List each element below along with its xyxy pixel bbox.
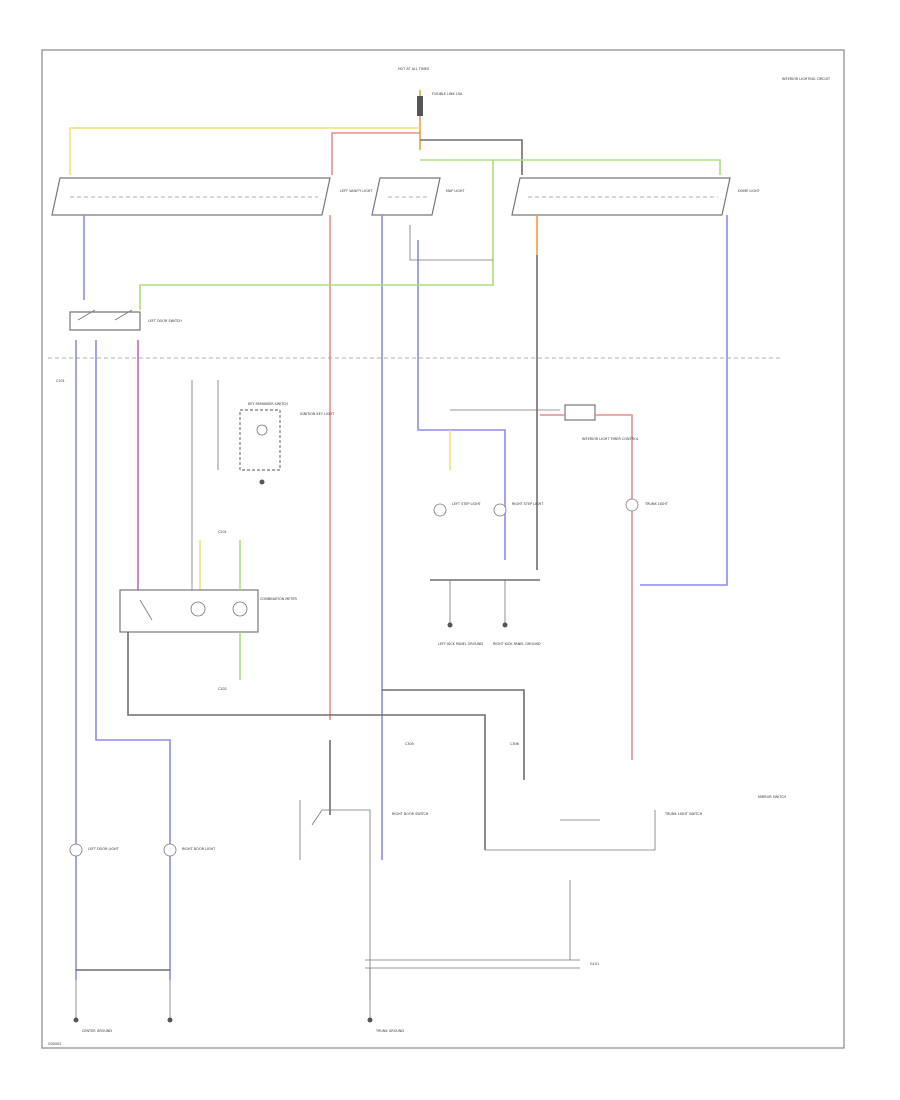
connector-label-c6: G101 — [590, 962, 599, 966]
map-light-lamp-wire — [409, 225, 493, 261]
ground-dot-2 — [167, 1017, 173, 1023]
lower-right-run — [485, 810, 656, 851]
switch-label-left: LEFT DOOR SWITCH — [148, 319, 182, 323]
ground-label-trunk: TRUNK GROUND — [375, 1029, 404, 1033]
door-switch-right-label: RIGHT DOOR SWITCH — [392, 812, 429, 816]
lamp-housing-left — [51, 177, 331, 216]
lamp-label-left-top: LEFT VANITY LIGHT — [340, 189, 373, 193]
black-bus-wire-2 — [382, 689, 525, 780]
blue-wire-dome — [640, 215, 728, 586]
key-switch-box — [239, 409, 281, 471]
right-step-light — [493, 503, 507, 517]
ground-dot-6 — [259, 479, 265, 485]
lower-switch-left — [299, 800, 371, 860]
ground-dot-5 — [502, 622, 508, 628]
combination-meter-module — [119, 589, 259, 633]
left-step-light — [433, 503, 447, 517]
connector-label-c1: C101 — [56, 379, 65, 383]
meter-label: COMBINATION METER — [260, 597, 298, 601]
ground-dot-3 — [367, 1017, 373, 1023]
connector-label-c2: C201 — [218, 530, 227, 534]
ground-label-right-kick: RIGHT KICK PANEL GROUND — [493, 642, 541, 646]
lamp-housing-center — [371, 177, 441, 216]
ground-label-bottom-left: CENTER GROUND — [82, 1029, 112, 1033]
corner-label: INTERIOR LIGHTING CIRCUIT — [782, 77, 831, 81]
diagram-frame — [41, 49, 845, 1049]
blue-wire-map — [417, 240, 506, 560]
trunk-switch-label: TRUNK LIGHT SWITCH — [664, 812, 703, 816]
fuse-label: FUSIBLE LINK 15A — [432, 92, 463, 96]
trunk-light-label: TRUNK LIGHT — [644, 502, 669, 506]
left-door-light — [69, 843, 83, 857]
ignition-key-label: IGNITION KEY LIGHT — [300, 412, 335, 416]
timer-label: INTERIOR LIGHT TIMER CONTROL — [582, 437, 639, 441]
connector-label-c5: C306 — [510, 742, 519, 746]
lamp-label-center-top: MAP LIGHT — [446, 189, 465, 193]
right-door-light — [163, 843, 177, 857]
green-feed-wire — [420, 159, 721, 175]
door-switch-left-block — [69, 309, 141, 331]
right-door-label: RIGHT DOOR LIGHT — [182, 847, 216, 851]
blue-wire-left-column-2 — [95, 340, 171, 980]
black-bus-wire — [127, 632, 486, 850]
step-light-right-label: RIGHT STEP LIGHT — [512, 502, 544, 506]
center-ground-bus — [365, 959, 580, 969]
timer-module — [450, 404, 596, 421]
left-door-label: LEFT DOOR LIGHT — [88, 847, 120, 851]
lamp-label-right-top: DOME LIGHT — [738, 189, 760, 193]
step-light-left-label: LEFT STEP LIGHT — [452, 502, 482, 506]
black-feed-wire — [420, 139, 523, 175]
key-switch-label: KEY REMINDER SWITCH — [248, 402, 288, 406]
fuse-symbol — [417, 96, 423, 116]
connector-label-c4: C305 — [405, 742, 414, 746]
trunk-light — [625, 498, 639, 512]
green-wire-timer — [139, 160, 494, 310]
ground-label-left-kick: LEFT KICK PANEL GROUND — [438, 642, 483, 646]
lamp-housing-right — [511, 177, 731, 216]
red-wire-timer — [540, 414, 633, 760]
ground-dot-1 — [73, 1017, 79, 1023]
header-label: HOT AT ALL TIMES — [398, 67, 429, 71]
connector-label-c3: C202 — [218, 687, 227, 691]
mirror-switch-label: MIRROR SWITCH — [758, 795, 786, 799]
red-feed-wire — [331, 132, 420, 175]
footer-code: G00002 — [48, 1042, 61, 1046]
yellow-feed-wire — [69, 127, 420, 175]
ground-dot-4 — [447, 622, 453, 628]
